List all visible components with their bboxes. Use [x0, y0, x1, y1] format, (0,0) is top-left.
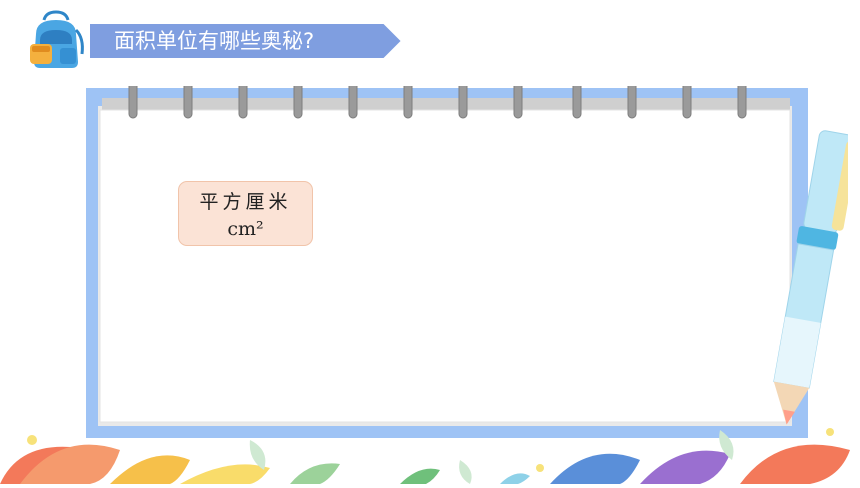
backpack-icon [26, 10, 86, 70]
leaf-decoration [0, 420, 860, 484]
unit-name: 平方厘米 [199, 191, 292, 213]
unit-symbol: cm² [227, 218, 264, 240]
unit-card: 平方厘米 cm² [178, 181, 313, 246]
title-banner: 面积单位有哪些奥秘? [88, 22, 404, 60]
pencil-icon [738, 120, 858, 450]
page-title: 面积单位有哪些奥秘? [114, 29, 315, 53]
notebook-frame [86, 81, 808, 438]
